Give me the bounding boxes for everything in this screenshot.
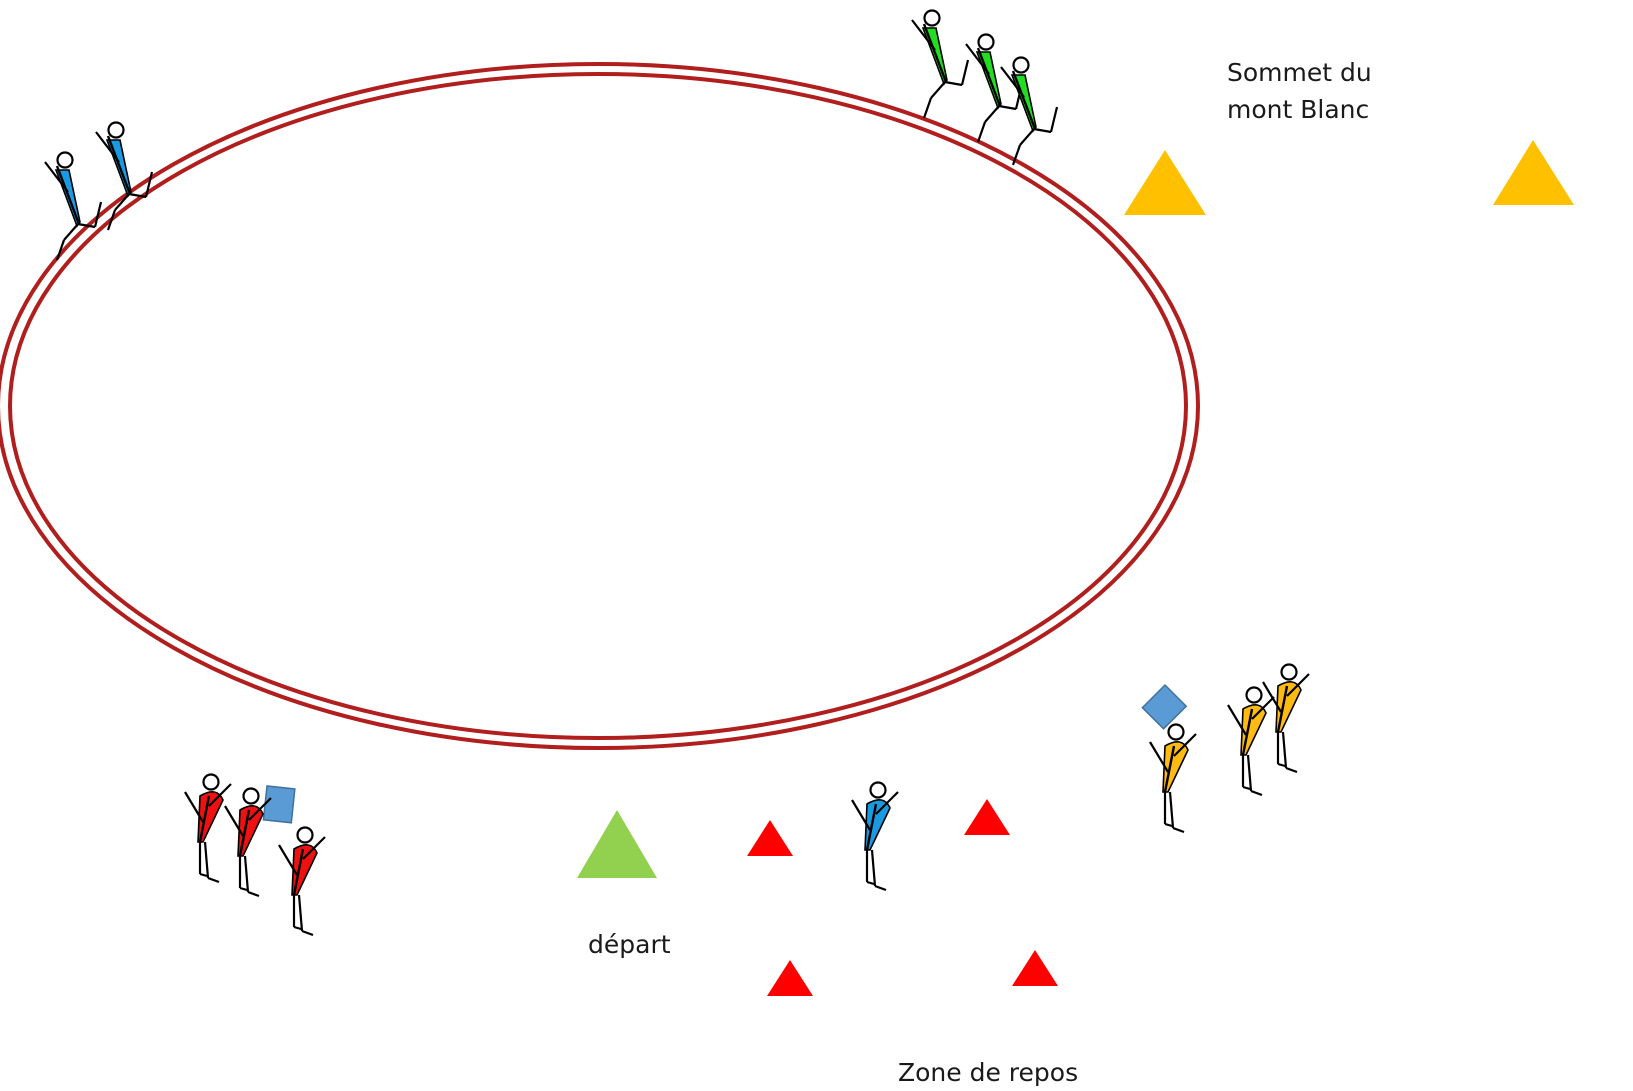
walker-icon [223,787,273,898]
runner-icon [964,33,1024,144]
rest-cone-icon [1012,950,1058,986]
walker-icon [277,826,327,937]
walker-icon [183,773,233,884]
rest-zone-label: Zone de repos [898,1058,1079,1087]
walker-icon [850,781,900,892]
summit-cone-icon [1493,140,1574,205]
running-track [0,62,1200,750]
walker-icon [1226,686,1276,797]
runner-icon [43,151,103,262]
orange-walker-group [1148,663,1311,834]
rest-cone-icon [964,799,1010,835]
rest-zone-cones [747,799,1058,996]
square-marker-icon [1141,683,1188,730]
square-marker-icon [262,785,296,824]
rest-cone-icon [767,960,813,996]
start-cone-icon [577,810,657,878]
summit-cone-icon [1124,150,1206,215]
rest-cone-icon [747,820,793,856]
walker-icon [1148,723,1198,834]
red-walker-group [183,773,327,937]
runner-icon [910,9,970,120]
summit-label: Sommet du mont Blanc [1227,58,1372,124]
green-runner-group [910,9,1059,167]
start-label: départ [588,930,671,959]
walker-icon [1261,663,1311,774]
runner-icon [999,56,1059,167]
blue-runner-group [43,121,154,262]
blue-walker-group [850,781,900,892]
